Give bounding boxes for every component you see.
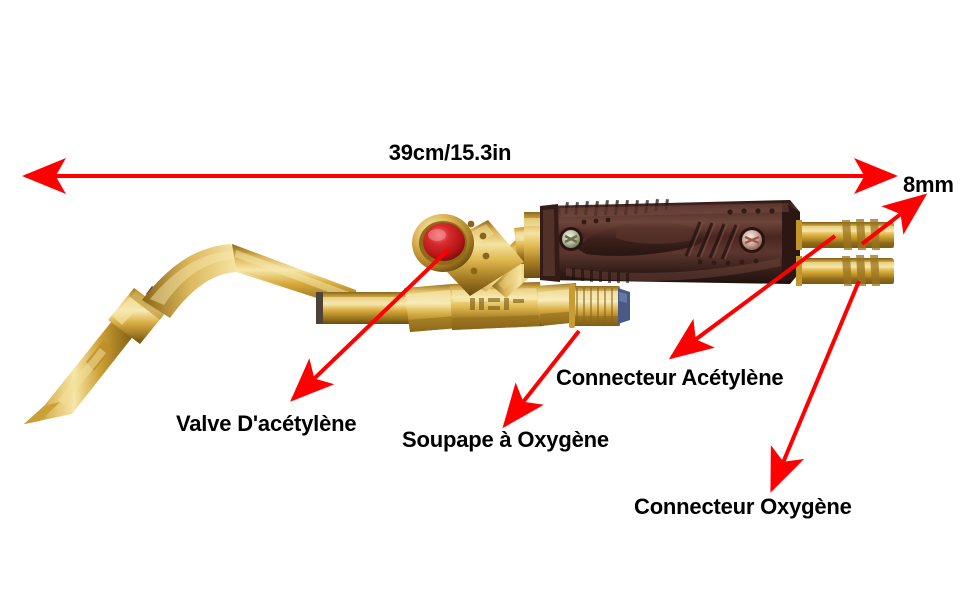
callout-label-acetylene-connector: Connecteur Acétylène — [556, 365, 784, 390]
oxygen-hose-connector — [796, 255, 894, 286]
acetylene-connector-callout-arrow — [668, 234, 837, 360]
oxygen-connector-callout-arrow — [770, 280, 861, 493]
callout-label-oxygen-valve: Soupape à Oxygène — [402, 427, 609, 452]
acetylene-valve-callout-arrow — [290, 247, 451, 402]
acetylene-hose-connector — [796, 219, 894, 250]
torch-assembly — [24, 199, 894, 424]
mixer-hex-nut — [404, 284, 458, 332]
welding-nozzle-tip — [24, 316, 138, 424]
oxygen-valve-knob — [569, 284, 630, 328]
callout-label-oxygen-connector: Connecteur Oxygène — [634, 494, 852, 519]
hose-bore-label: 8mm — [903, 172, 954, 197]
handle-screw-rear — [739, 227, 765, 253]
bore-callout-arrow — [860, 193, 928, 246]
callout-label-acetylene-valve: Valve D'acétylène — [176, 411, 357, 436]
acetylene-valve-assembly — [412, 214, 524, 296]
handle-screw-front — [559, 227, 583, 251]
overall-length-label: 39cm/15.3in — [388, 140, 512, 165]
annotation-arrows — [22, 158, 928, 493]
handle-front-ferrule — [524, 212, 542, 278]
oxygen-valve-callout-arrow — [502, 329, 581, 429]
torch-handle — [540, 199, 800, 284]
